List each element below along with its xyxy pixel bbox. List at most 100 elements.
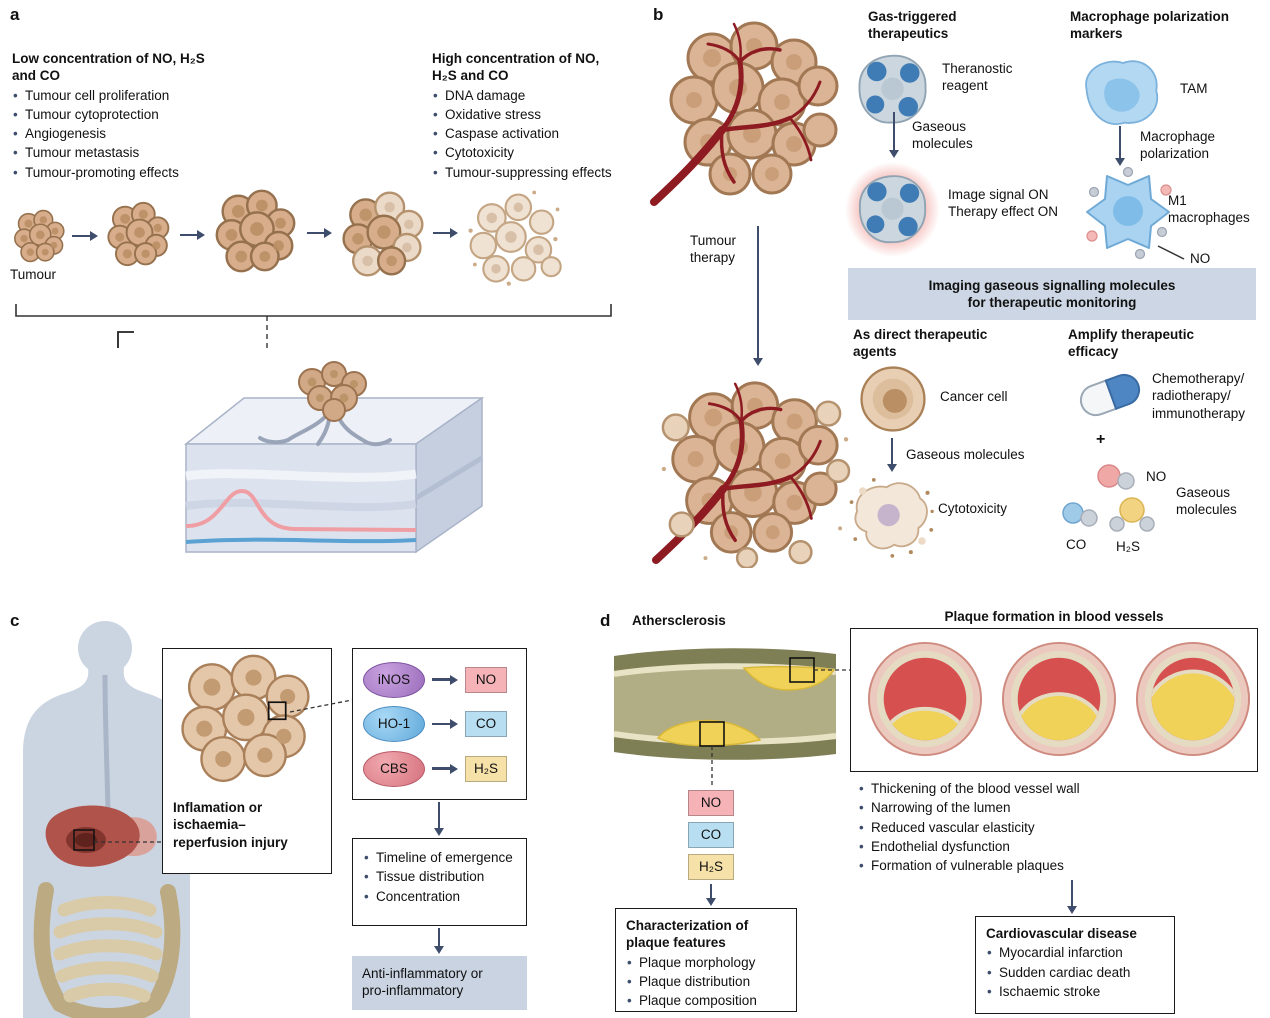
- tumour-tissue-block-illustration: [183, 361, 485, 554]
- list-item: Tumour-suppressing effects: [432, 164, 622, 182]
- tumour-cluster-4-illustration: [342, 191, 424, 277]
- outcome-arrow: [433, 928, 445, 954]
- vessel-cross-section-3: [1135, 641, 1251, 757]
- list-item: Plaque morphology: [626, 954, 786, 972]
- list-item: Timeline of emergence: [363, 849, 516, 867]
- plus-sign: +: [1096, 431, 1106, 448]
- gaseous-molecules-label: Gaseous molecules: [906, 447, 1025, 462]
- no-gas-box: NO: [465, 666, 507, 693]
- list-item: Tumour cell proliferation: [12, 87, 230, 105]
- cardiovascular-box: Cardiovascular disease Myocardial infarc…: [975, 916, 1175, 1014]
- assessment-arrow: [433, 802, 445, 836]
- chemo-label-block: Chemotherapy/ radiotherapy/ immunotherap…: [1152, 370, 1267, 422]
- co-molecule-icon: [1062, 502, 1098, 527]
- high-concentration-list: DNA damage Oxidative stress Caspase acti…: [432, 87, 622, 182]
- tumour-therapy-arrow: [752, 226, 764, 366]
- amplify-title: Amplify therapeutic efficacy: [1068, 327, 1195, 360]
- assessment-box: Timeline of emergence Tissue distributio…: [352, 838, 527, 926]
- low-concentration-title: Low concentration of NO, H₂S and CO: [12, 51, 205, 84]
- list-item: Plaque distribution: [626, 973, 786, 991]
- characterization-arrow: [705, 884, 717, 906]
- treated-tumour-illustration: [645, 370, 851, 568]
- tumour-label: Tumour: [10, 267, 57, 282]
- h2s-gas-box: H₂S: [465, 755, 507, 782]
- list-item: Tumour-promoting effects: [12, 164, 230, 182]
- list-item: Plaque composition: [626, 992, 786, 1010]
- human-body-illustration: [23, 621, 190, 1018]
- list-item: DNA damage: [432, 87, 622, 105]
- atherosclerotic-vessel-illustration: [613, 648, 837, 760]
- low-concentration-list: Tumour cell proliferation Tumour cytopro…: [12, 87, 230, 182]
- injury-line: reperfusion injury: [173, 834, 288, 850]
- co-molecule-label: CO: [1066, 537, 1087, 552]
- inflamed-cells-illustration: [181, 654, 310, 782]
- injury-line: Inflamation or: [173, 800, 263, 815]
- enzyme-box: iNOS NO HO-1 CO CBS H₂S: [352, 648, 527, 800]
- high-concentration-title: High concentration of NO, H₂S and CO: [432, 51, 600, 84]
- h2s-molecule-icon: [1109, 497, 1155, 532]
- outcome-box: Anti-inflammatory or pro-inflammatory: [352, 956, 527, 1010]
- polarization-arrow: [1114, 126, 1126, 166]
- tumour-cluster-3-illustration: [215, 189, 296, 273]
- list-item: Tumour metastasis: [12, 144, 230, 162]
- h2s-molecule-label: H₂S: [1116, 539, 1140, 554]
- no-gas-box: NO: [688, 790, 734, 816]
- characterization-title: Characterization of plaque features: [626, 918, 749, 951]
- atherosclerosis-title: Athersclerosis: [632, 613, 726, 628]
- cytotoxicity-cell-illustration: [849, 478, 934, 558]
- vessel-cross-section-1: [867, 641, 983, 757]
- list-item: Caspase activation: [432, 125, 622, 143]
- theranostic-reagent-label: Theranostic reagent: [942, 61, 1013, 94]
- outcome-line: Anti-inflammatory or: [362, 966, 483, 981]
- injury-line: ischaemia–: [173, 817, 246, 833]
- low-concentration-block: Low concentration of NO, H₂S and CO Tumo…: [12, 50, 230, 183]
- gaseous-molecules-label: Gaseous molecules: [1176, 485, 1237, 518]
- macrophage-markers-title: Macrophage polarization markers: [1070, 9, 1230, 42]
- list-item: Angiogenesis: [12, 125, 230, 143]
- m1-macrophages-label: M1 macrophages: [1168, 193, 1250, 226]
- pill-icon: [1079, 373, 1141, 417]
- list-item: Myocardial infarction: [986, 944, 1164, 962]
- no-molecule-icon: [1097, 464, 1135, 490]
- direct-agents-title: As direct therapeutic agents: [853, 327, 988, 360]
- gaseous-molecules-label: Gaseous molecules: [912, 119, 973, 152]
- cardiovascular-title: Cardiovascular disease: [986, 926, 1137, 941]
- corner-mark: [117, 331, 134, 348]
- enzyme-arrow: [432, 674, 458, 686]
- chemo-line: immunotherapy: [1152, 405, 1246, 421]
- bracket-connector: [15, 304, 612, 350]
- macrophage-polarization-label: Macrophage polarization: [1140, 129, 1216, 162]
- therapy-effect-on-label: Therapy effect ON: [948, 204, 1059, 220]
- list-item: Reduced vascular elasticity: [858, 819, 1208, 837]
- outcome-line: pro-inflammatory: [362, 983, 464, 999]
- list-item: Thickening of the blood vessel wall: [858, 780, 1208, 798]
- tam-cell-illustration: [1085, 60, 1159, 125]
- progression-arrow: [72, 230, 98, 242]
- progression-arrow: [307, 227, 332, 239]
- list-item: Concentration: [363, 888, 516, 906]
- plaque-formation-title: Plaque formation in blood vessels: [944, 609, 1164, 624]
- list-item: Endothelial dysfunction: [858, 838, 1208, 856]
- vascularized-tumour-illustration: [650, 10, 850, 210]
- list-item: Formation of vulnerable plaques: [858, 857, 1208, 875]
- list-item: Tissue distribution: [363, 868, 516, 886]
- vessel-effects-list: Thickening of the blood vessel wall Narr…: [858, 778, 1208, 876]
- h2s-gas-box: H₂S: [688, 854, 734, 880]
- activated-theranostic-reagent-icon: [845, 162, 940, 257]
- enzyme-arrow: [432, 763, 458, 775]
- gaseous-release-arrow: [888, 112, 900, 158]
- ho1-ellipse: HO-1: [363, 706, 425, 742]
- assessment-list: Timeline of emergence Tissue distributio…: [363, 849, 516, 905]
- cytotoxicity-label: Cytotoxicity: [938, 501, 1008, 516]
- list-item: Narrowing of the lumen: [858, 799, 1208, 817]
- list-item: Ischaemic stroke: [986, 983, 1164, 1001]
- list-item: Sudden cardiac death: [986, 964, 1164, 982]
- panel-c-label: c: [10, 611, 20, 630]
- tumour-cluster-1-illustration: [14, 209, 65, 263]
- cardio-arrow: [1066, 880, 1078, 914]
- characterization-list: Plaque morphology Plaque distribution Pl…: [626, 954, 786, 1010]
- vessel-cross-section-2: [1001, 641, 1117, 757]
- list-item: Cytotoxicity: [432, 144, 622, 162]
- cancer-cell-illustration: [860, 366, 926, 432]
- panel-d-label: d: [600, 611, 611, 630]
